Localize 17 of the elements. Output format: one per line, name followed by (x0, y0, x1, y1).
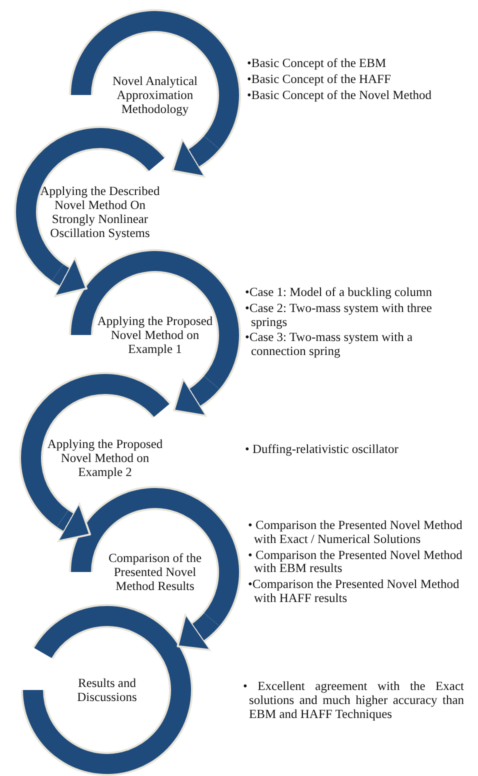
bullet-item: •Basic Concept of the EBM (247, 57, 388, 71)
stage-title: Applying the Described Novel Method On Strongly Nonlinear Oscillation Systems (39, 184, 161, 240)
stage-title: Results and Discussions (76, 676, 138, 704)
bullet-item: •Case 2: Two-mass system with three springs (245, 302, 433, 330)
bullet-item: •Case 1: Model of a buckling column (245, 286, 433, 300)
bullet-item: •Case 3: Two-mass system with a connection spring (245, 331, 414, 359)
stage-title: Applying the Proposed Novel Method on Example 1 (96, 314, 214, 356)
bullet-item: •Comparison the Presented Novel Method with HAFF results (248, 578, 460, 606)
bullet-note: • Excellent agreement with the Exact solutions and much higher accuracy than EBM and HAFF Techniques (243, 680, 464, 722)
bullet-item: • Comparison the Presented Novel Method with EBM results (248, 548, 464, 576)
bullet-item: • Comparison the Presented Novel Method with Exact / Numerical Solutions (248, 519, 464, 546)
bullet-item: •Basic Concept of the HAFF (247, 72, 392, 86)
stage-title: Novel Analytical Approximation Methodology (111, 74, 199, 116)
stage-title: Applying the Proposed Novel Method on Example 2 (46, 437, 164, 479)
bullet-item: •Basic Concept of the Novel Method (247, 88, 433, 102)
bullet-note: • Duffing-relativistic oscillator (245, 443, 400, 457)
stage-title: Comparison of the Presented Novel Method Results (107, 551, 203, 593)
